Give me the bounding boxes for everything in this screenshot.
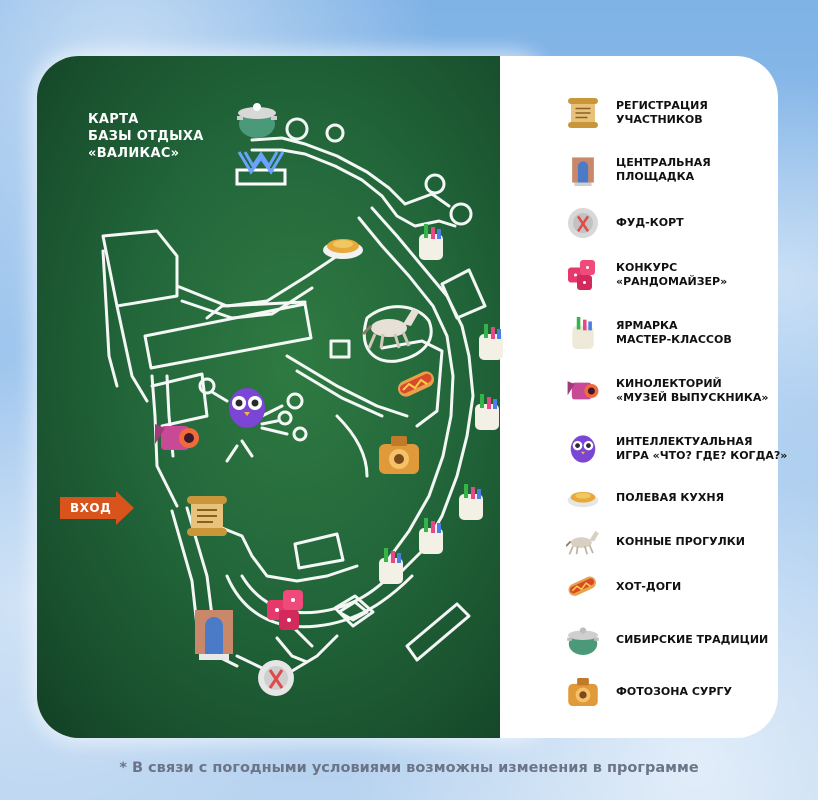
legend-item-horse-rides: КОННЫЕ ПРОГУЛКИ [566, 522, 745, 562]
craft-cup-icon [419, 518, 443, 554]
legend-label: ИНТЕЛЛЕКТУАЛЬНАЯ ИГРА «ЧТО? ГДЕ? КОГДА?» [616, 435, 788, 462]
camera-icon [566, 675, 600, 709]
dice-icon [566, 258, 600, 292]
craft-cup-icon [475, 394, 499, 430]
food-plate-icon [566, 206, 600, 240]
legend-label: КОННЫЕ ПРОГУЛКИ [616, 535, 745, 548]
scroll-icon [566, 96, 600, 130]
map-drawing [60, 103, 503, 696]
legend-label: ФУД-КОРТ [616, 216, 684, 229]
logo-icon [235, 151, 287, 186]
legend-label: СИБИРСКИЕ ТРАДИЦИИ [616, 633, 769, 646]
projector-icon [155, 424, 199, 450]
legend-label: КИНОЛЕКТОРИЙ «МУЗЕЙ ВЫПУСКНИКА» [616, 377, 769, 404]
craft-cup-icon [566, 316, 600, 350]
map-title-line: «ВАЛИКАС» [88, 146, 180, 161]
stage-door-icon [566, 153, 600, 187]
legend-item-siberian-traditions: СИБИРСКИЕ ТРАДИЦИИ [566, 620, 768, 660]
stage-door-icon [195, 610, 233, 660]
legend-label: ФОТОЗОНА СУРГУ [616, 685, 732, 698]
craft-cup-icon [419, 224, 443, 260]
field-kitchen-icon [566, 481, 600, 515]
map-title-line: КАРТА [88, 112, 139, 127]
owl-icon [229, 388, 265, 428]
field-kitchen-icon [323, 239, 363, 259]
legend-label: КОНКУРС «РАНДОМАЙЗЕР» [616, 261, 728, 288]
legend-label: ПОЛЕВАЯ КУХНЯ [616, 491, 725, 504]
legend-label: ЦЕНТРАЛЬНАЯ ПЛОЩАДКА [616, 156, 711, 183]
legend-panel [500, 56, 778, 738]
legend-item-quiz: ИНТЕЛЛЕКТУАЛЬНАЯ ИГРА «ЧТО? ГДЕ? КОГДА?» [566, 429, 787, 469]
legend-item-central-stage: ЦЕНТРАЛЬНАЯ ПЛОЩАДКА [566, 150, 711, 190]
legend-label: РЕГИСТРАЦИЯ УЧАСТНИКОВ [616, 99, 708, 126]
craft-cup-icon [479, 324, 503, 360]
hot-dog-icon [398, 371, 434, 397]
hot-dog-icon [566, 570, 600, 604]
craft-cup-icon [459, 484, 483, 520]
entrance-arrow [60, 491, 134, 525]
food-plate-icon [258, 660, 294, 696]
owl-icon [566, 432, 600, 466]
legend-item-craft-fair: ЯРМАРКА МАСТЕР-КЛАССОВ [566, 313, 732, 353]
craft-cup-icon [379, 548, 403, 584]
projector-icon [566, 374, 600, 408]
legend-item-randomizer: КОНКУРС «РАНДОМАЙЗЕР» [566, 255, 727, 295]
map-title-line: БАЗЫ ОТДЫХА [88, 129, 204, 144]
camera-icon [379, 436, 419, 474]
horse-icon [361, 308, 419, 349]
legend-item-photo-zone: ФОТОЗОНА СУРГУ [566, 672, 732, 712]
footnote: * В связи с погодными условиями возможны… [119, 760, 699, 776]
map-title: КАРТА БАЗЫ ОТДЫХА «ВАЛИКАС» [88, 111, 204, 162]
cooking-pot-icon [237, 103, 277, 138]
entrance-label: ВХОД [70, 501, 112, 515]
cooking-pot-icon [566, 623, 600, 657]
legend-item-field-kitchen: ПОЛЕВАЯ КУХНЯ [566, 478, 724, 518]
legend-label: ХОТ-ДОГИ [616, 580, 682, 593]
legend-item-registration: РЕГИСТРАЦИЯ УЧАСТНИКОВ [566, 93, 708, 133]
legend-item-hot-dogs: ХОТ-ДОГИ [566, 567, 681, 607]
legend-item-food-court: ФУД-КОРТ [566, 203, 684, 243]
dice-icon [267, 590, 303, 630]
horse-icon [566, 525, 600, 559]
scroll-icon [187, 496, 227, 536]
legend-label: ЯРМАРКА МАСТЕР-КЛАССОВ [616, 319, 732, 346]
legend-item-cinema: КИНОЛЕКТОРИЙ «МУЗЕЙ ВЫПУСКНИКА» [566, 371, 768, 411]
